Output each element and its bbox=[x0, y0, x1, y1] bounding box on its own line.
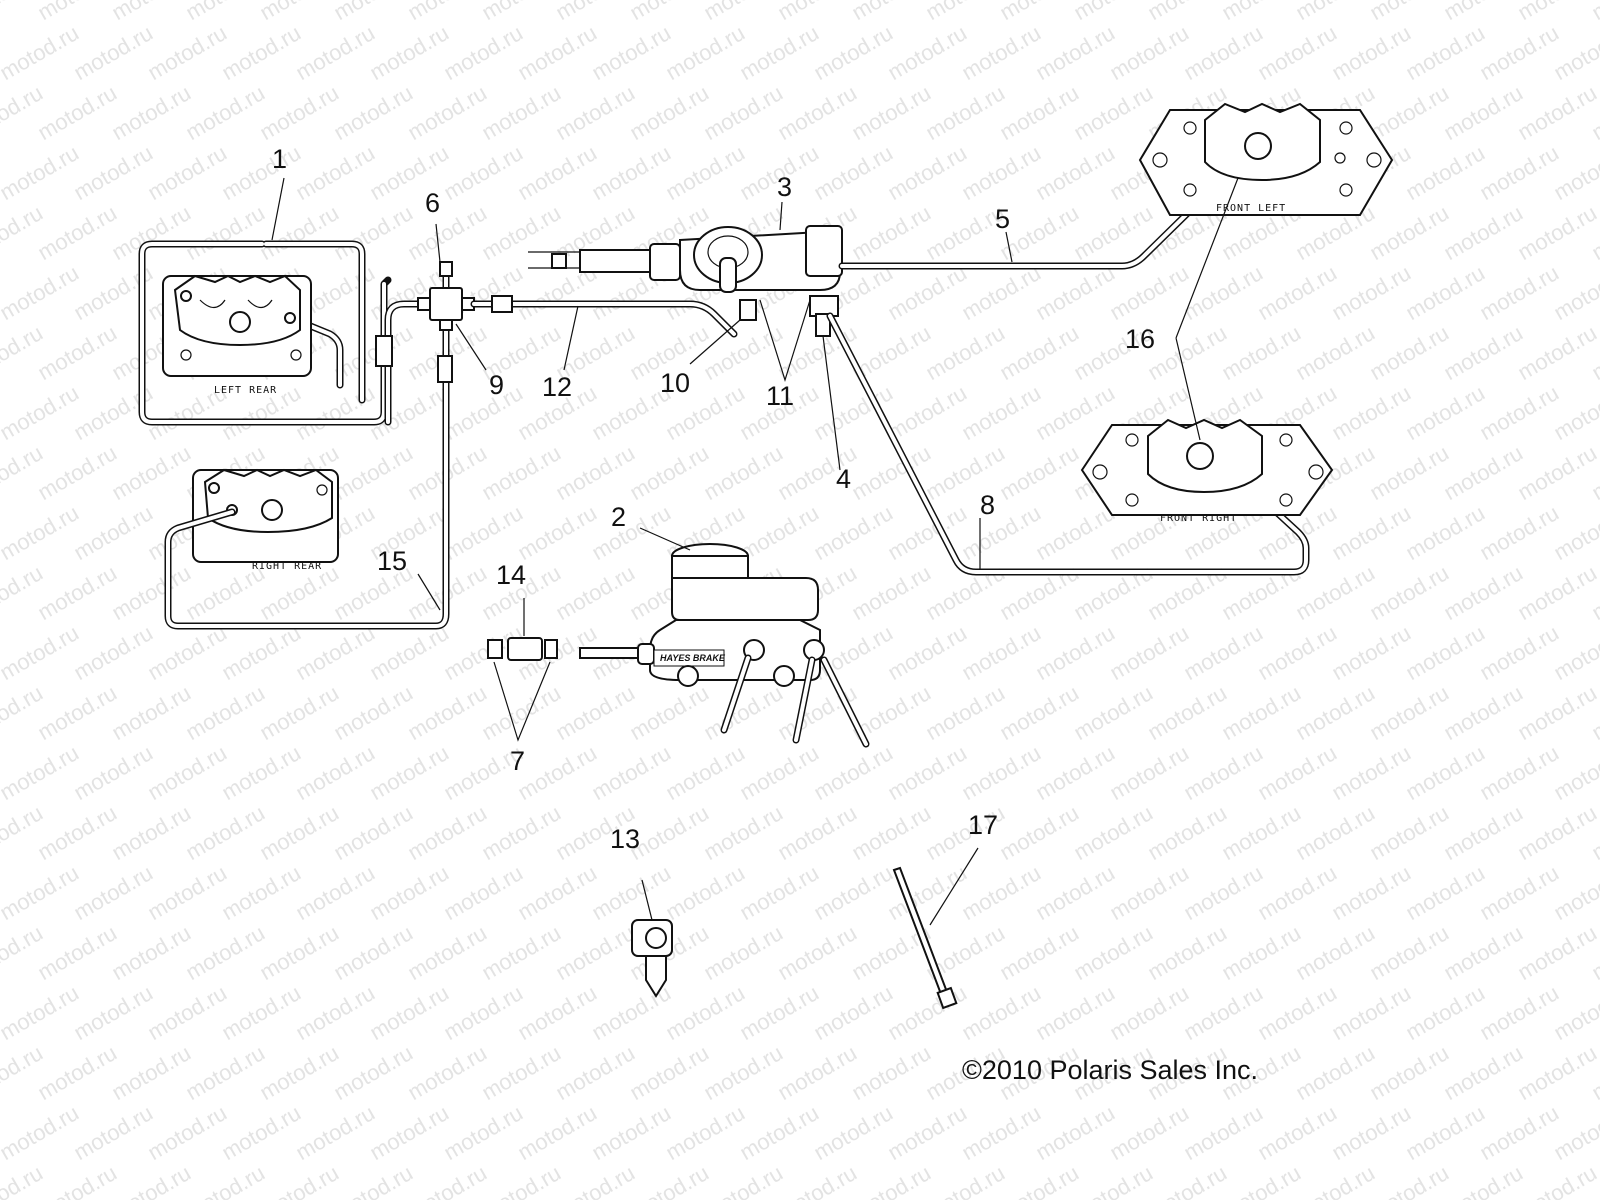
callout-4: 4 bbox=[836, 464, 852, 494]
front-right-brake-line bbox=[826, 312, 1310, 576]
master-cylinder-brand: HAYES BRAKE bbox=[660, 653, 725, 663]
callout-5: 5 bbox=[995, 204, 1011, 234]
callout-13: 13 bbox=[610, 824, 641, 854]
clevis-and-nuts bbox=[487, 598, 558, 742]
callout-3: 3 bbox=[777, 172, 793, 202]
callout-7: 7 bbox=[510, 746, 526, 776]
left-rear-caliper bbox=[162, 274, 312, 377]
tee-to-actuator-line bbox=[470, 295, 738, 338]
callout-1: 1 bbox=[272, 144, 288, 174]
front-left-caliper bbox=[1138, 102, 1394, 216]
callout-16: 16 bbox=[1125, 324, 1156, 354]
callout-6: 6 bbox=[425, 188, 441, 218]
label-right-rear: RIGHT REAR bbox=[252, 561, 323, 572]
callout-14: 14 bbox=[496, 560, 527, 590]
callout-12: 12 bbox=[542, 372, 573, 402]
callout-11: 11 bbox=[766, 381, 795, 411]
tee-fitting bbox=[375, 261, 475, 383]
brake-line-clip bbox=[631, 879, 673, 998]
callout-8: 8 bbox=[980, 490, 996, 520]
label-left-rear: LEFT REAR bbox=[214, 385, 278, 396]
right-rear-brake-line bbox=[164, 264, 450, 630]
callout-15: 15 bbox=[377, 546, 408, 576]
label-front-left: FRONT LEFT bbox=[1216, 203, 1287, 214]
callout-10: 10 bbox=[660, 368, 691, 398]
right-rear-caliper bbox=[192, 468, 339, 563]
left-rear-brake-line bbox=[138, 240, 430, 426]
label-front-right: FRONT RIGHT bbox=[1160, 513, 1238, 524]
callout-leaders bbox=[271, 177, 1013, 611]
leader-16 bbox=[1175, 177, 1239, 441]
callout-17: 17 bbox=[968, 810, 999, 840]
cable-tie bbox=[892, 847, 979, 1010]
front-right-caliper bbox=[1080, 418, 1334, 516]
callout-9: 9 bbox=[489, 370, 505, 400]
actuator-fitting bbox=[815, 313, 841, 471]
front-left-brake-line bbox=[838, 150, 1252, 270]
copyright-notice: ©2010 Polaris Sales Inc. bbox=[962, 1055, 1259, 1085]
callout-2: 2 bbox=[611, 502, 627, 532]
brake-actuator bbox=[528, 225, 843, 383]
master-cylinder bbox=[579, 527, 870, 748]
